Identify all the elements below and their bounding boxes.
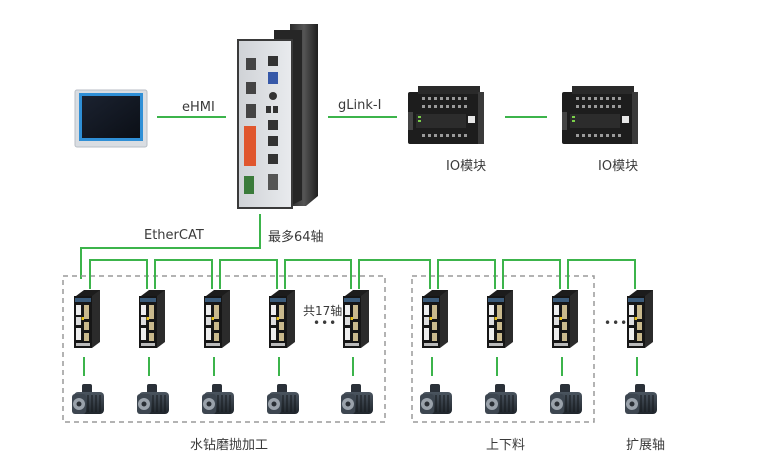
servo-drive [487, 290, 513, 348]
ethercat-trunk-line [80, 214, 261, 279]
servo-drive [269, 290, 295, 348]
servo-motor [419, 383, 453, 415]
servo-motor [136, 383, 170, 415]
glink-label: gLink-I [338, 98, 382, 113]
group-label-loading: 上下料 [486, 438, 526, 453]
ethercat-daisy-link [567, 259, 636, 289]
ethercat-label: EtherCAT [144, 228, 204, 243]
ethercat-daisy-link [358, 259, 431, 289]
ellipsis-grinding: ••• [313, 316, 338, 330]
max-axes-label: 最多64轴 [268, 230, 324, 245]
servo-motor [549, 383, 583, 415]
ethercat-daisy-link [437, 259, 496, 289]
group-label-expansion: 扩展轴 [626, 438, 666, 453]
ethercat-daisy-link [502, 259, 561, 289]
servo-drive [74, 290, 100, 348]
servo-drive [139, 290, 165, 348]
axis-count-note: 共17轴 [303, 304, 343, 318]
servo-motor [340, 383, 374, 415]
servo-drive [552, 290, 578, 348]
servo-drive [343, 290, 369, 348]
io-module-1-label: IO模块 [446, 159, 487, 174]
ethercat-daisy-link [154, 259, 213, 289]
servo-motor [624, 383, 658, 415]
ellipsis-expansion: ••• [604, 316, 629, 330]
ethercat-daisy-link [219, 259, 278, 289]
servo-drive [422, 290, 448, 348]
servo-motor [266, 383, 300, 415]
servo-motor [71, 383, 105, 415]
motion-controller [237, 24, 318, 209]
hmi-touch-panel [74, 89, 148, 148]
servo-drive [204, 290, 230, 348]
ethercat-daisy-link [89, 259, 148, 289]
ehmi-label: eHMI [182, 100, 215, 115]
io-module-2-label: IO模块 [598, 159, 639, 174]
io-module-2 [562, 86, 638, 144]
servo-drive [627, 290, 653, 348]
servo-motor [201, 383, 235, 415]
io-module-1 [408, 86, 484, 144]
group-label-grinding: 水钻磨抛加工 [190, 438, 269, 453]
ethercat-daisy-link [284, 259, 352, 289]
servo-motor [484, 383, 518, 415]
